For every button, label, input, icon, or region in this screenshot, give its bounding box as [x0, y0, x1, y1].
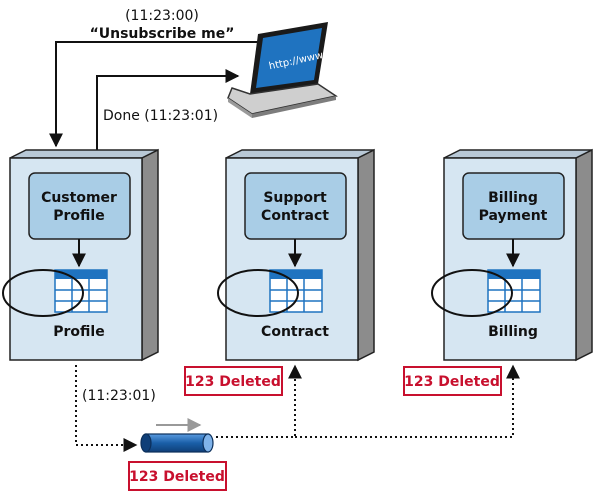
event-to-billing-line [295, 364, 520, 438]
billing-payment-title-2: Payment [479, 208, 548, 224]
billing-table-label: Billing [488, 324, 538, 340]
customer-profile-title-2: Profile [53, 208, 104, 224]
billing-highlight-ellipse [431, 269, 513, 317]
billing-deleted-text: 123 Deleted [404, 374, 500, 390]
laptop-icon: http://www [227, 22, 338, 118]
response-label: Done (11:23:01) [103, 108, 218, 124]
event-to-contract-line [216, 364, 302, 438]
service-customer-profile: Customer Profile Profile [2, 148, 159, 362]
support-contract-component [244, 172, 347, 240]
contract-deleted-text: 123 Deleted [185, 374, 281, 390]
customer-profile-title-1: Customer [41, 190, 117, 206]
profile-highlight-ellipse [2, 269, 84, 317]
billing-table-icon [487, 269, 541, 313]
request-arrow [49, 41, 262, 148]
profile-table-label: Profile [53, 324, 104, 340]
customer-profile-component [28, 172, 131, 240]
contract-table-label: Contract [261, 324, 329, 340]
contract-highlight-ellipse [217, 269, 299, 317]
response-arrow [96, 69, 240, 150]
contract-deleted-badge: 123 Deleted [184, 366, 283, 396]
billing-deleted-badge: 123 Deleted [403, 366, 502, 396]
queue-icon [140, 418, 214, 453]
queue-deleted-badge: 123 Deleted [128, 461, 227, 491]
service-billing-payment: Billing Payment Billing [431, 148, 593, 362]
request-time: (11:23:00) [125, 8, 199, 24]
queue-deleted-text: 123 Deleted [129, 469, 225, 485]
event-time: (11:23:01) [82, 388, 156, 404]
billing-payment-title-1: Billing [488, 190, 538, 206]
contract-table-icon [269, 269, 323, 313]
support-contract-title-2: Contract [261, 208, 329, 224]
service-support-contract: Support Contract Contract [217, 148, 375, 362]
support-contract-title-1: Support [263, 190, 327, 206]
billing-payment-component [462, 172, 565, 240]
request-message: “Unsubscribe me” [90, 26, 235, 42]
profile-table-icon [54, 269, 108, 313]
event-publish-line [75, 365, 138, 452]
